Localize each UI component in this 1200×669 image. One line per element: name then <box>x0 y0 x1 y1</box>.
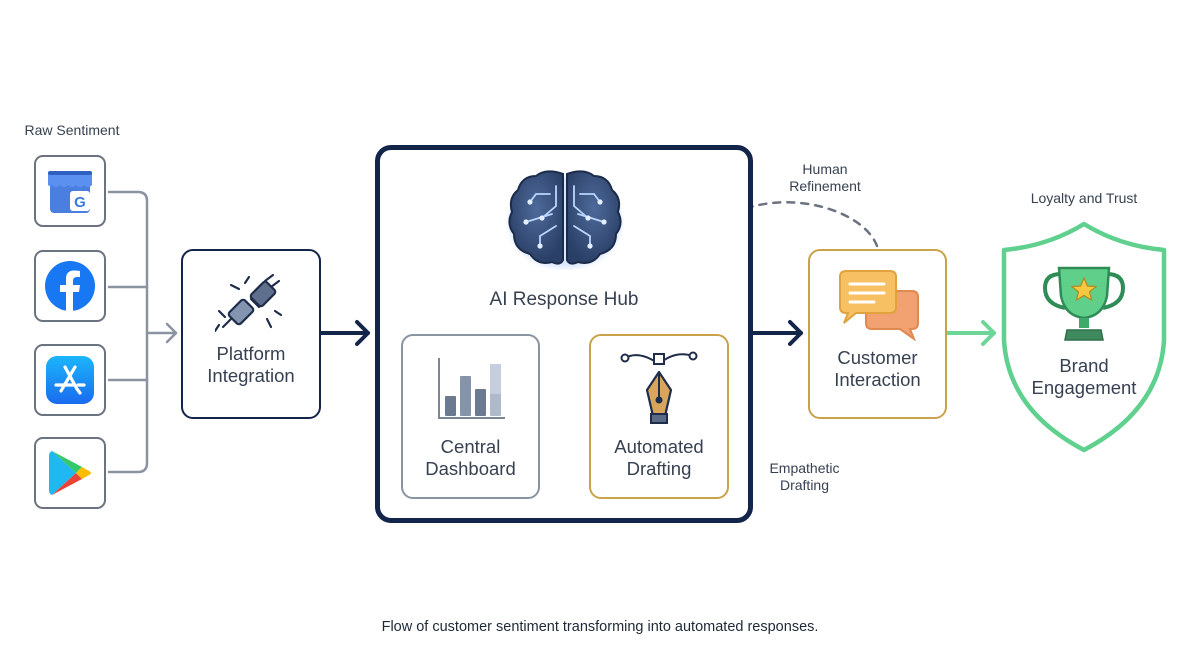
source-google-play[interactable] <box>34 437 106 509</box>
facebook-icon <box>45 261 95 312</box>
arrow-hub-to-customer <box>751 320 803 346</box>
svg-text:G: G <box>74 194 86 211</box>
arrow-customer-to-brand <box>945 320 996 346</box>
source-app-store[interactable] <box>34 344 106 416</box>
trophy-icon <box>1042 266 1126 341</box>
bar-chart-icon <box>437 358 505 419</box>
chat-bubbles-icon <box>838 270 919 341</box>
plug-icon <box>215 273 283 333</box>
diagram-caption: Flow of customer sentiment transforming … <box>381 619 819 635</box>
source-google-business[interactable]: G <box>34 155 106 227</box>
raw-sentiment-label: Raw Sentiment <box>24 122 120 138</box>
pen-tool-icon <box>620 351 698 424</box>
source-facebook[interactable] <box>34 250 106 322</box>
loyalty-trust-label: Loyalty and Trust <box>1030 190 1138 206</box>
hub-title: AI Response Hub <box>489 289 639 310</box>
arrow-platform-to-hub <box>319 320 370 346</box>
brain-icon <box>508 170 622 268</box>
app-store-icon <box>46 356 94 404</box>
google-store-icon: G <box>48 171 92 213</box>
google-play-icon <box>49 451 91 495</box>
source-merge-lines <box>107 190 178 474</box>
